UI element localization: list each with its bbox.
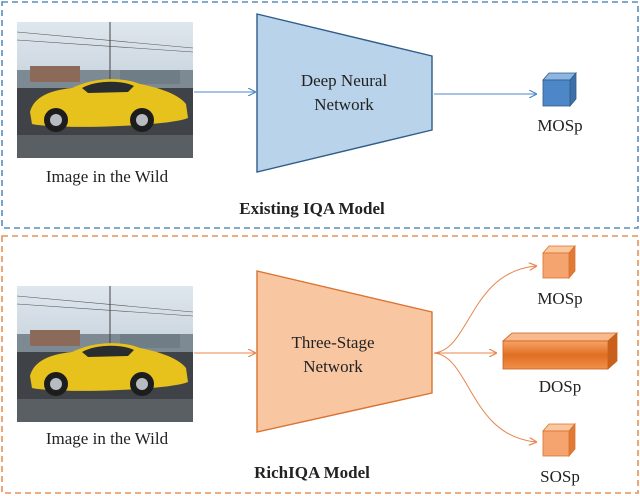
rich-network-block (256, 270, 433, 433)
rich-image-caption: Image in the Wild (46, 429, 169, 448)
existing-image-caption: Image in the Wild (46, 167, 169, 186)
existing-network-label-line1: Deep Neural (301, 71, 388, 90)
rich-branch-arrow-sosp (433, 352, 536, 442)
rich-branch-arrow-mosp (433, 266, 536, 354)
rich-dosp-bar (501, 332, 619, 370)
rich-sosp-cube (542, 422, 576, 458)
existing-mosp-cube (542, 71, 577, 108)
existing-model-title: Existing IQA Model (239, 199, 385, 218)
existing-model-panel: Image in the Wild Deep Neural Network MO… (1, 1, 639, 229)
rich-output-label-mosp: MOSp (537, 289, 582, 308)
rich-model-title: RichIQA Model (254, 463, 370, 482)
existing-output-label: MOSp (537, 116, 582, 135)
existing-network-label-line2: Network (314, 95, 374, 114)
rich-mosp-cube (542, 244, 576, 280)
rich-panel-border (1, 235, 639, 494)
existing-network-block (256, 13, 433, 173)
rich-model-panel: Image in the Wild Three-Stage Network MO… (1, 235, 639, 494)
existing-panel-border (1, 1, 639, 229)
rich-output-label-sosp: SOSp (540, 467, 580, 486)
rich-car-photo (16, 286, 194, 422)
existing-car-photo (16, 22, 194, 158)
rich-output-label-dosp: DOSp (539, 377, 582, 396)
rich-network-label-line1: Three-Stage (291, 333, 374, 352)
rich-network-label-line2: Network (303, 357, 363, 376)
